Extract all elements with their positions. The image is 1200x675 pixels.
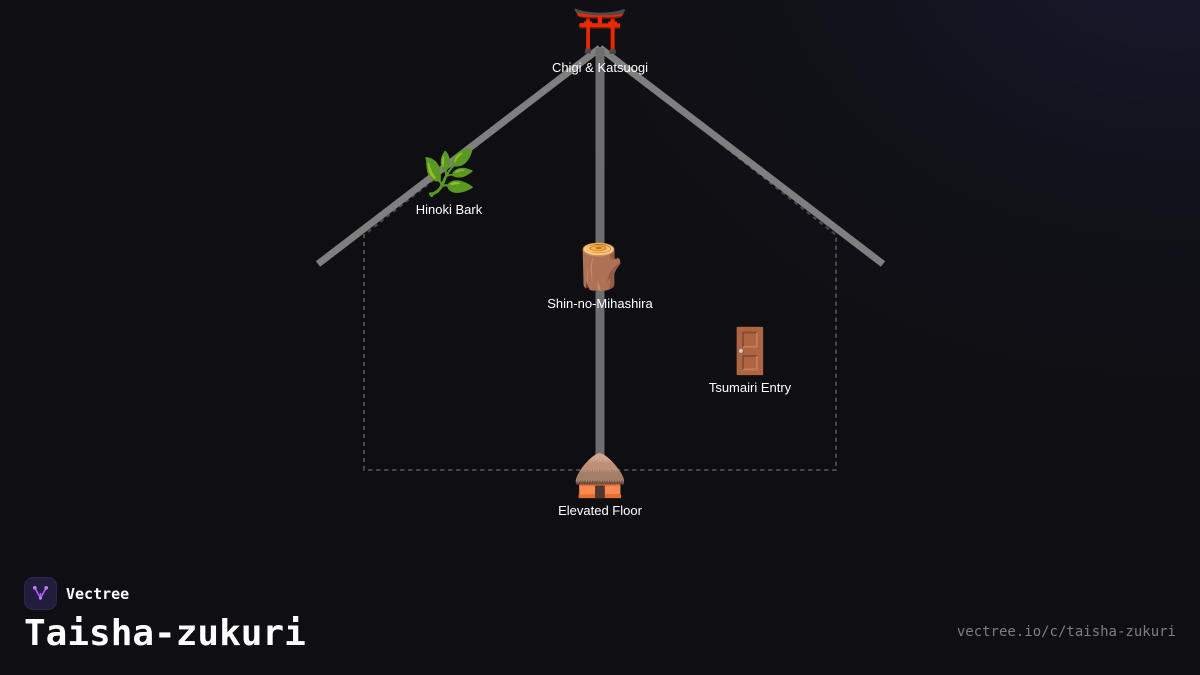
roof-left-line: [315, 45, 603, 267]
node-chigi-katsuogi: ⛩️ Chigi & Katsuogi: [520, 6, 680, 75]
building-dashed-outline: [363, 46, 837, 471]
herb-icon: 🌿: [421, 148, 477, 199]
node-label: Hinoki Bark: [415, 202, 483, 217]
source-url[interactable]: vectree.io/c/taisha-zukuri: [956, 624, 1176, 640]
page-title: Taisha-zukuri: [24, 613, 306, 654]
node-hinoki-bark: 🌿 Hinoki Bark: [369, 148, 529, 217]
brand-name: Vectree: [66, 584, 130, 603]
node-label: Elevated Floor: [558, 503, 642, 518]
node-label: Shin-no-Mihashira: [547, 296, 653, 311]
node-elevated-floor: 🛖 Elevated Floor: [520, 449, 680, 518]
roof-right-line: [597, 45, 886, 267]
brand[interactable]: Vectree: [24, 577, 129, 610]
torii-gate-icon: ⛩️: [572, 6, 628, 57]
vectree-logo-icon: [24, 577, 57, 610]
node-tsumairi-entry: 🚪 Tsumairi Entry: [670, 326, 830, 395]
node-label: Chigi & Katsuogi: [551, 60, 649, 75]
hut-icon: 🛖: [572, 449, 628, 500]
node-label: Tsumairi Entry: [708, 380, 792, 395]
node-shin-no-mihashira: 🪵 Shin-no-Mihashira: [520, 242, 680, 311]
door-icon: 🚪: [722, 326, 778, 377]
wood-log-icon: 🪵: [572, 242, 628, 293]
